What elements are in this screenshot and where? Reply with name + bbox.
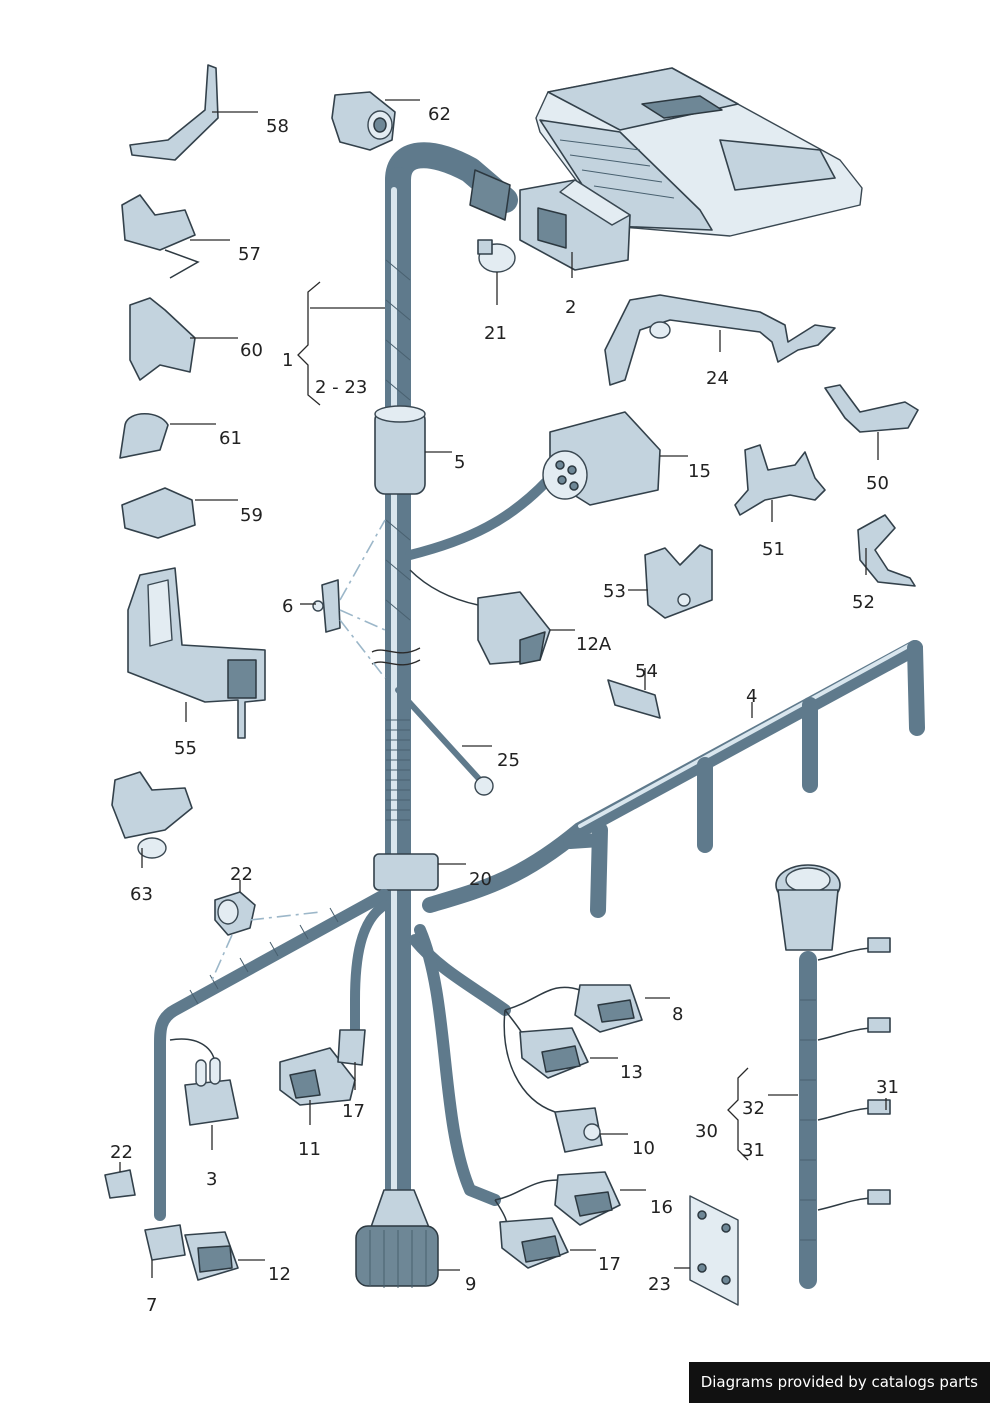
callout-24: 24 [706,368,729,389]
bracket-55 [127,567,266,739]
clip-61 [119,413,169,459]
callout-3: 3 [206,1169,217,1190]
callout-31-top: 31 [876,1077,899,1098]
callout-20: 20 [469,869,492,890]
callout-13: 13 [620,1062,643,1083]
callout-5: 5 [454,452,465,473]
callout-21: 21 [484,323,507,344]
injector-harness-4 [422,640,925,918]
callout-61: 61 [219,428,242,449]
callout-54: 54 [635,661,658,682]
callout-30: 30 [695,1121,718,1142]
callout-50: 50 [866,473,889,494]
callout-2: 2 [565,297,576,318]
gasket-23 [689,1195,739,1306]
callout-8: 8 [672,1004,683,1025]
callout-17-upper: 17 [342,1101,365,1122]
callout-17-lower: 17 [598,1254,621,1275]
callout-58: 58 [266,116,289,137]
connector-2 [469,169,631,271]
callout-57: 57 [238,244,261,265]
callout-62: 62 [428,104,451,125]
callout-51: 51 [762,539,785,560]
bracket-58 [129,64,219,161]
clip-54 [607,679,661,719]
callout-59: 59 [240,505,263,526]
callout-52: 52 [852,592,875,613]
callout-6: 6 [282,596,293,617]
clip-57 [121,194,200,279]
callout-31-bottom: 31 [742,1140,765,1161]
callout-23: 23 [648,1274,671,1295]
bracket-52 [857,514,916,587]
connector-12a [409,569,551,665]
callout-55: 55 [174,738,197,759]
callout-12a: 12A [576,634,612,655]
bracket-51 [734,444,826,516]
callout-15: 15 [688,461,711,482]
callout-9: 9 [465,1274,476,1295]
watermark-banner: Diagrams provided by catalogs parts [688,1362,990,1403]
callout-2-23: 2 - 23 [315,377,367,398]
callout-63: 63 [130,884,153,905]
callout-60: 60 [240,340,263,361]
callouts: 58 62 57 2 21 60 1 2 - 23 24 61 5 15 50 … [110,99,899,1316]
callout-12: 12 [268,1264,291,1285]
callout-22-lower: 22 [110,1142,133,1163]
bracket-24 [604,294,836,386]
ground-lead-25 [395,687,494,796]
lower-branches [104,889,643,1281]
callout-10: 10 [632,1138,655,1159]
callout-53: 53 [603,581,626,602]
cable-tie-21 [477,239,516,273]
bracket-63 [111,771,193,859]
callout-32: 32 [742,1098,765,1119]
clip-60 [129,297,196,381]
bracket-53 [644,544,713,619]
clip-6 [312,579,341,633]
callout-11: 11 [298,1139,321,1160]
callout-1: 1 [282,350,293,371]
callout-16: 16 [650,1197,673,1218]
bracket-50 [824,384,919,433]
harness-30 [775,864,891,1289]
callout-4: 4 [746,686,757,707]
callout-25: 25 [497,750,520,771]
connector-15 [405,411,661,560]
callout-7: 7 [146,1295,157,1316]
reference-lines [211,519,386,981]
engine-control-unit [535,67,863,237]
clip-59 [121,487,196,539]
callout-22-upper: 22 [230,864,253,885]
elbow-62 [331,91,396,151]
sensor-22 [214,891,256,936]
